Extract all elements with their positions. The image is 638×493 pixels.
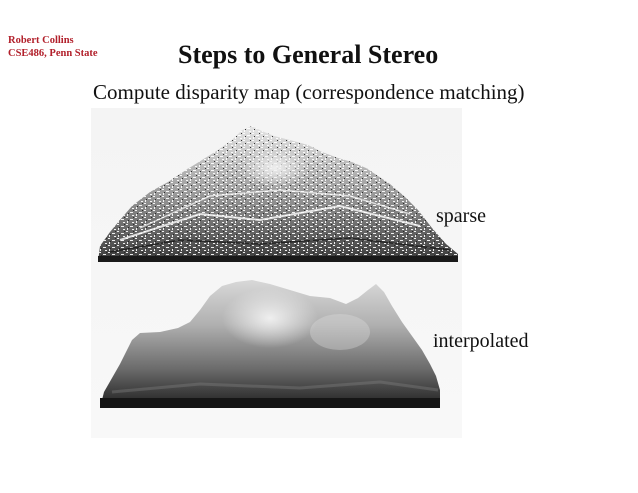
interpolated-label: interpolated bbox=[433, 330, 529, 352]
author-name: Robert Collins bbox=[8, 35, 74, 46]
author-block: Robert Collins CSE486, Penn State bbox=[8, 34, 98, 60]
slide-subtitle: Compute disparity map (correspondence ma… bbox=[93, 80, 525, 104]
sparse-label: sparse bbox=[436, 205, 486, 227]
slide-title: Steps to General Stereo bbox=[178, 40, 439, 69]
interpolated-disparity-map bbox=[100, 280, 440, 408]
sparse-disparity-map bbox=[98, 126, 458, 262]
course-name: CSE486, Penn State bbox=[8, 48, 98, 59]
